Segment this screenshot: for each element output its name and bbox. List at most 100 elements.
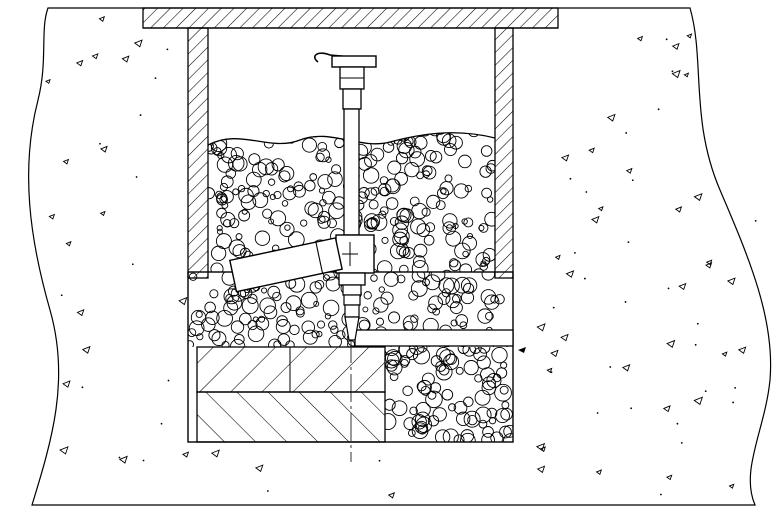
gravel-stone bbox=[416, 272, 430, 279]
gravel-stone bbox=[418, 132, 432, 137]
gravel-stone bbox=[402, 385, 413, 397]
soil-speck bbox=[671, 69, 681, 79]
gravel-stone bbox=[454, 276, 471, 294]
lower-fitting-1 bbox=[342, 284, 362, 296]
gravel-stone bbox=[453, 400, 468, 415]
lower-fitting-3 bbox=[344, 304, 360, 318]
gravel-stone bbox=[220, 211, 236, 228]
gravel-stone bbox=[490, 431, 504, 442]
gravel-stone bbox=[392, 231, 408, 247]
gravel-stone bbox=[412, 347, 431, 365]
gravel-fill-middle bbox=[188, 272, 510, 347]
gravel-stone bbox=[404, 161, 420, 178]
soil-speck bbox=[693, 192, 703, 202]
gravel-stone bbox=[463, 410, 481, 428]
gravel-stone bbox=[254, 230, 271, 246]
soil-dot bbox=[550, 371, 553, 374]
gravel-stone bbox=[442, 213, 458, 229]
soil-dot bbox=[671, 70, 674, 73]
soil-dot bbox=[118, 456, 121, 459]
soil-dot bbox=[131, 263, 134, 266]
gravel-stone bbox=[484, 294, 500, 310]
gravel-stone bbox=[500, 361, 508, 369]
soil-speck bbox=[588, 147, 595, 154]
gravel-stone bbox=[216, 228, 223, 235]
soil-speck bbox=[606, 113, 616, 122]
gravel-stone bbox=[500, 407, 513, 421]
gravel-stone bbox=[481, 432, 495, 442]
soil-speck bbox=[59, 446, 69, 455]
gravel-stone bbox=[485, 163, 495, 174]
gravel-stone bbox=[385, 398, 396, 411]
soil-speck bbox=[560, 154, 570, 162]
soil-dot bbox=[266, 490, 269, 492]
gravel-stone bbox=[472, 268, 485, 272]
gravel-stone bbox=[435, 429, 451, 442]
gravel-stone bbox=[436, 347, 451, 362]
gravel-stone bbox=[385, 197, 399, 210]
pipe-end-mark bbox=[518, 347, 526, 353]
gravel-stone bbox=[317, 174, 333, 190]
gravel-stone bbox=[269, 193, 276, 201]
gravel-stone bbox=[271, 158, 285, 172]
gravel-stone bbox=[264, 162, 279, 176]
gravel-stone bbox=[216, 207, 227, 219]
gravel-stone bbox=[385, 347, 400, 356]
gravel-stone bbox=[389, 372, 399, 382]
gravel-stone bbox=[223, 300, 239, 316]
soil-speck bbox=[595, 469, 603, 476]
angled-pipe-joint bbox=[315, 241, 324, 274]
soil-dot bbox=[60, 294, 63, 297]
gravel-stone bbox=[270, 210, 287, 227]
gravel-stone bbox=[480, 260, 487, 267]
gravel-stone bbox=[219, 182, 228, 191]
nozzle-tip bbox=[344, 316, 360, 341]
soil-speck bbox=[546, 367, 553, 374]
gravel-stone bbox=[441, 388, 454, 401]
soil-speck bbox=[671, 42, 680, 50]
gravel-stone bbox=[259, 297, 276, 314]
soil-dot bbox=[135, 176, 138, 178]
soil-dot bbox=[696, 322, 699, 325]
soil-dot bbox=[99, 142, 101, 145]
gravel-stone bbox=[503, 433, 513, 442]
gravel-stone bbox=[275, 319, 291, 334]
lower-fitting-2 bbox=[343, 294, 361, 306]
soil-speck bbox=[662, 405, 671, 413]
soil-dot bbox=[625, 132, 628, 134]
soil-speck bbox=[728, 483, 735, 489]
gravel-stone bbox=[455, 366, 464, 375]
gravel-stone bbox=[477, 308, 493, 324]
gravel-stone bbox=[285, 295, 302, 312]
gravel-stone bbox=[411, 414, 427, 430]
soil-speck bbox=[75, 59, 84, 67]
gravel-stone bbox=[304, 201, 319, 216]
gravel-stone bbox=[204, 301, 216, 314]
soil-dot bbox=[596, 412, 599, 414]
gravel-stone bbox=[285, 340, 295, 347]
gravel-stone bbox=[398, 246, 411, 259]
soil-dot bbox=[574, 251, 576, 254]
gravel-stone bbox=[372, 307, 380, 315]
gravel-stone bbox=[432, 307, 441, 316]
gravel-stone bbox=[267, 285, 281, 299]
soil-speck bbox=[539, 446, 546, 453]
soil-speck bbox=[182, 451, 190, 458]
gravel-stone bbox=[432, 407, 447, 422]
gravel-stone bbox=[190, 309, 207, 326]
soil-dot bbox=[583, 277, 586, 280]
gravel-stone bbox=[238, 209, 251, 222]
gravel-stone bbox=[424, 274, 441, 291]
soil-dot bbox=[552, 306, 555, 309]
gravel-stone bbox=[416, 381, 427, 392]
soil-dot bbox=[624, 301, 627, 303]
gravel-stone bbox=[450, 319, 458, 327]
gravel-stone bbox=[313, 300, 320, 307]
gravel-stone bbox=[210, 245, 227, 261]
gravel-stone bbox=[485, 311, 494, 321]
gravel-stone bbox=[423, 234, 435, 246]
gravel-stone bbox=[378, 286, 385, 293]
gravel-stone bbox=[210, 262, 224, 272]
gravel-stone bbox=[421, 372, 435, 386]
gravel-stone bbox=[480, 145, 493, 157]
